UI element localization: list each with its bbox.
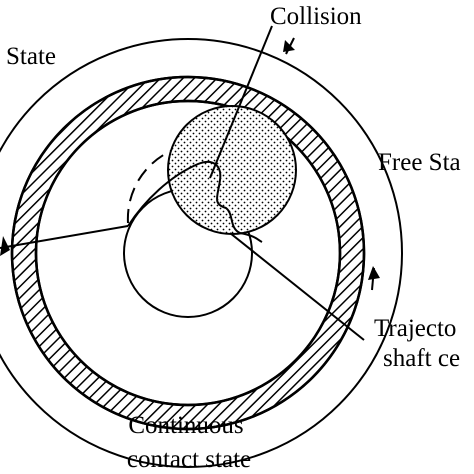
arrow-left [0,236,10,256]
collision-leader-line [209,25,273,179]
boundary-tick-top-right [285,37,295,55]
shaft-center-trajectory [127,161,263,243]
trajectory-leader-line [229,232,365,341]
label-shaft-center: shaft ce [383,345,460,372]
boundary-tick-right [371,267,375,291]
label-state: State [6,43,56,70]
state-leader-line [0,225,129,249]
dashed-trajectory-arc [126,147,179,224]
label-trajectory: Trajecto [374,315,456,342]
label-continuous-line2: contact state [127,446,251,473]
bearing-inner-edge [34,99,342,407]
label-free-state: Free Sta [378,149,461,176]
label-collision: Collision [270,3,362,30]
bearing-outer-edge [10,75,366,431]
outer-boundary-circle [0,38,403,468]
label-continuous-line1: Continuous [128,412,243,439]
